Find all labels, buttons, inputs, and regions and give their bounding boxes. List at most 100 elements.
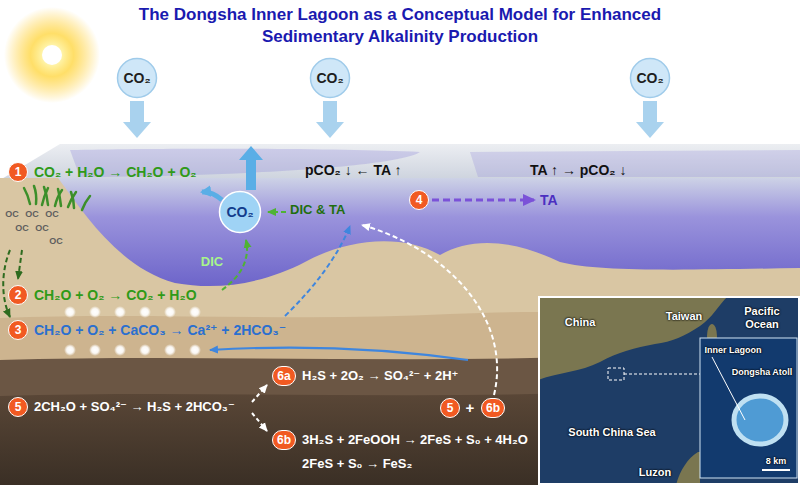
seagrass xyxy=(24,186,90,210)
flux-label: DIC & TA xyxy=(290,203,345,218)
seagrass xyxy=(71,192,74,208)
location-map xyxy=(538,296,800,485)
location-map xyxy=(624,374,700,375)
organic-carbon-label: OC xyxy=(35,223,49,233)
process-arrow xyxy=(3,146,534,431)
co2-influx-arrow xyxy=(123,101,151,138)
location-map xyxy=(762,469,790,471)
bubble-label: CO₂ xyxy=(123,70,150,86)
co2-bubble: CO₂ xyxy=(218,190,262,234)
bubble-outline xyxy=(311,59,350,98)
process-arrow xyxy=(222,240,247,290)
reaction-equation: CH₂O + O₂ → CO₂ + H₂O xyxy=(34,287,197,303)
co2-bubble: CO₂ xyxy=(629,57,671,99)
map-label: Taiwan xyxy=(666,310,702,323)
organic-carbon-label: OC xyxy=(49,236,63,246)
reaction-equation: CO₂ + H₂O → CH₂O + O₂ xyxy=(34,164,197,180)
process-arrow xyxy=(285,226,350,316)
lagoon-block xyxy=(0,144,800,485)
bubble-label: CO₂ xyxy=(226,204,253,220)
map-label: Pacific Ocean xyxy=(730,305,794,330)
carbonate-grains xyxy=(64,306,76,318)
sun xyxy=(42,45,62,65)
callout-number: 1 xyxy=(8,162,28,182)
callout-number: 2 xyxy=(8,285,28,305)
co2-influx-arrow xyxy=(316,101,344,138)
map-label: China xyxy=(565,316,596,329)
flux-label: TA xyxy=(540,192,558,208)
scale-label: 8 km xyxy=(766,456,787,466)
callout-number: 5 xyxy=(440,398,460,418)
co2-influx-arrow xyxy=(636,101,664,138)
organic-carbon-label: OC xyxy=(15,223,29,233)
process-arrow xyxy=(239,146,263,190)
sun xyxy=(4,7,100,103)
bubble-label: CO₂ xyxy=(316,70,343,86)
callout-number: 6b xyxy=(481,398,505,418)
map-label: Luzon xyxy=(639,466,671,479)
seagrass xyxy=(58,189,61,206)
callout-number: 6a xyxy=(272,366,295,386)
sun xyxy=(4,7,100,103)
seagrass xyxy=(55,190,62,206)
location-map xyxy=(676,452,700,485)
location-map xyxy=(608,368,624,380)
callout-number: 3 xyxy=(8,320,28,340)
carbonate-grains xyxy=(189,344,201,356)
co2-bubble: CO₂ xyxy=(116,57,158,99)
bubble-text: CO₂ xyxy=(226,204,253,220)
process-arrow xyxy=(202,192,222,200)
carbonate-grains xyxy=(139,306,151,318)
location-map xyxy=(712,357,745,420)
location-map xyxy=(539,297,799,484)
map-label: South China Sea xyxy=(568,426,655,439)
carbonate-grains xyxy=(64,344,76,356)
location-map xyxy=(700,338,797,478)
seagrass xyxy=(34,186,36,204)
effect-note: pCO₂ ↓ ← TA ↑ xyxy=(305,162,401,178)
bubble-outline xyxy=(220,192,261,233)
seagrass xyxy=(44,187,48,205)
organic-carbon-label: OC xyxy=(5,209,19,219)
callout-number: 6b xyxy=(272,430,296,450)
effect-note: TA ↑ → pCO₂ ↓ xyxy=(530,162,626,178)
plus-sign: + xyxy=(466,399,475,416)
map-label: Inner Lagoon xyxy=(705,345,762,355)
bubble-text: CO₂ xyxy=(123,70,150,86)
organic-carbon-label: OC xyxy=(45,209,59,219)
process-arrow xyxy=(210,348,468,360)
seagrass xyxy=(68,192,76,207)
reaction-equation: 2FeS + S₀ → FeS₂ xyxy=(302,457,412,472)
flux-label: DIC xyxy=(201,255,223,270)
carbonate-grains xyxy=(114,344,126,356)
bubble-outline xyxy=(631,59,670,98)
seagrass xyxy=(42,188,48,205)
carbonate-grains xyxy=(89,306,101,318)
carbonate-grains xyxy=(164,344,176,356)
process-arrow xyxy=(252,385,267,402)
reaction-equation: CH₂O + O₂ + CaCO₃ → Ca²⁺ + 2HCO₃⁻ xyxy=(34,322,286,338)
bubble-label: CO₂ xyxy=(636,70,663,86)
bubble-text: CO₂ xyxy=(636,70,663,86)
seagrass xyxy=(24,188,30,204)
process-arrow xyxy=(3,250,10,317)
co2-influx-arrow xyxy=(123,101,664,138)
reaction-equation: 3H₂S + 2FeOOH → 2FeS + S₀ + 4H₂O xyxy=(302,433,528,448)
process-arrow xyxy=(252,413,267,431)
process-arrow xyxy=(432,199,534,202)
carbonate-grains xyxy=(114,306,126,318)
reaction-equation: H₂S + 2O₂ → SO₄²⁻ + 2H⁺ xyxy=(302,369,458,384)
process-arrow xyxy=(268,211,286,213)
carbonate-grains xyxy=(89,344,101,356)
callout-number: 4 xyxy=(409,190,429,210)
location-map xyxy=(734,396,786,444)
map-label: Dongsha Atoll xyxy=(732,367,793,377)
seagrass xyxy=(82,196,90,210)
carbonate-grains xyxy=(139,344,151,356)
callout-number: 5 xyxy=(8,397,28,417)
diagram-title: The Dongsha Inner Lagoon as a Conceptual… xyxy=(100,4,700,48)
lagoon-block xyxy=(470,150,800,177)
process-arrow xyxy=(18,250,22,279)
bubble-outline xyxy=(118,59,157,98)
